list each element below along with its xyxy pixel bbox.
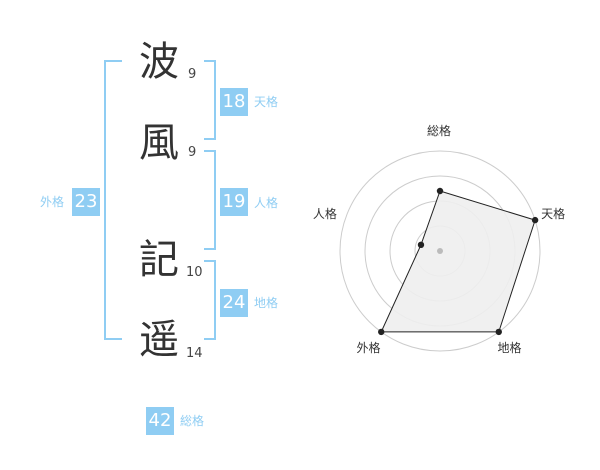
chikaku-bracket — [204, 260, 216, 340]
radar-point-1 — [436, 187, 444, 195]
jinkaku-bracket — [204, 150, 216, 250]
gaikaku-label: 外格 — [40, 195, 65, 209]
radar-point-3 — [495, 328, 502, 336]
radar-point-4 — [378, 328, 385, 336]
soukaku-value: 42 — [146, 407, 174, 435]
radar-axis-label-5: 人格 — [312, 206, 337, 221]
soukaku-label: 総格 — [180, 414, 205, 428]
gaikaku-value: 23 — [72, 188, 100, 216]
radar-axis-label-3: 地格 — [497, 341, 522, 356]
radar-center — [437, 248, 443, 254]
radar-axis-label-1: 総格 — [427, 124, 452, 138]
chikaku-value: 24 — [220, 289, 248, 317]
gaikaku-bracket — [104, 60, 122, 340]
stroke-count-1: 9 — [188, 67, 197, 82]
radar-polygon — [380, 190, 536, 333]
stroke-count-4: 14 — [186, 346, 203, 361]
name-char-1: 波 — [139, 39, 179, 85]
radar-axis-label-2: 天格 — [541, 206, 566, 221]
tenkaku-label: 天格 — [254, 95, 279, 109]
radar-point-5 — [417, 241, 425, 249]
name-char-2: 風 — [139, 120, 179, 166]
jinkaku-label: 人格 — [254, 196, 279, 210]
radar-point-2 — [531, 216, 539, 224]
chikaku-label: 地格 — [254, 296, 279, 310]
jinkaku-value: 19 — [220, 188, 248, 216]
radar-ring — [339, 150, 541, 352]
tenkaku-value: 18 — [220, 88, 248, 116]
name-char-4: 遥 — [139, 317, 179, 363]
radar-axis-label-4: 外格 — [356, 341, 381, 356]
stroke-count-3: 10 — [186, 265, 203, 280]
stroke-count-2: 9 — [188, 145, 197, 160]
name-char-3: 記 — [139, 237, 179, 283]
tenkaku-bracket — [204, 60, 216, 140]
